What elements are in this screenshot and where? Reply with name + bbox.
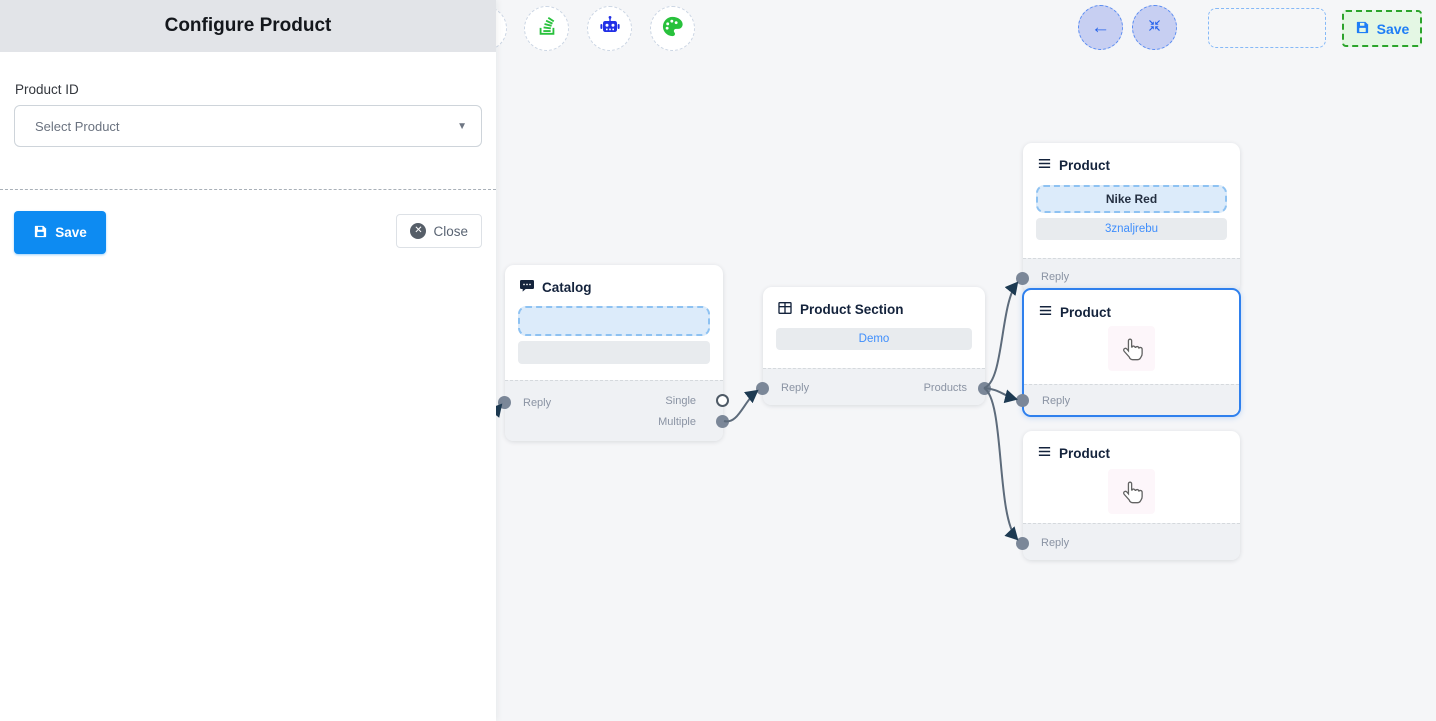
product-node-1[interactable]: Product Nike Red 3znaljrebu Reply [1016,143,1240,293]
edge-products-to-product3-reply[interactable] [983,387,1019,541]
product-name-label: Nike Red [1105,192,1158,206]
section-item-label: Demo [858,333,890,345]
product-name-chip[interactable]: Nike Red [1036,185,1227,213]
panel-close-label: Close [433,223,468,239]
node-title-label: Catalog [542,280,592,295]
palette-icon [661,15,684,43]
multiple-handle-label: Multiple [658,416,696,428]
hand-cursor-icon [1108,469,1155,514]
toolbar-palette-button[interactable] [650,6,695,51]
hamburger-icon [1037,444,1052,462]
product-id-label: Product ID [15,82,79,97]
floppy-icon [33,224,48,242]
fit-view-button[interactable] [1132,5,1177,50]
product-node-footer: Reply [1023,523,1240,560]
hamburger-icon [1038,303,1053,321]
toolbar-stack-button[interactable] [524,6,569,51]
back-arrow-icon: ← [1091,17,1110,38]
edge-catalog-multiple-to-section-reply[interactable] [723,389,759,423]
product2-reply-handle[interactable] [1016,394,1029,407]
reply-handle-label: Reply [1041,537,1070,549]
chevron-down-icon: ▼ [457,120,467,132]
hamburger-icon [1037,156,1052,174]
edge-products-to-product2-reply[interactable] [983,387,1018,404]
product-node-footer: Reply [1023,258,1240,293]
catalog-selection-chip[interactable] [518,306,710,336]
toolbar-empty-slot[interactable] [1208,8,1326,48]
back-button[interactable]: ← [1078,5,1123,50]
reply-handle-label: Reply [1041,271,1070,283]
catalog-single-handle[interactable] [716,394,729,407]
speech-bubble-icon [519,278,535,297]
table-grid-icon [777,300,793,319]
node-title-label: Product Section [800,302,904,317]
products-handle-label: Products [923,382,967,394]
flow-save-label: Save [1376,20,1410,37]
panel-save-button[interactable]: Save [14,211,106,254]
product-code-label: 3znaljrebu [1104,223,1159,235]
toolbar-bot-button[interactable] [587,6,632,51]
hand-cursor-icon [1108,326,1155,371]
panel-title: Configure Product [164,15,332,36]
floppy-icon [1355,20,1370,38]
catalog-node[interactable]: Catalog Reply Single Multiple [498,265,729,441]
panel-close-button[interactable]: ✕ Close [396,214,482,248]
panel-header: Configure Product [0,0,496,52]
catalog-secondary-chip[interactable] [518,341,710,364]
robot-icon [598,14,622,43]
node-title-label: Product [1059,157,1111,173]
single-handle-label: Single [665,395,696,407]
product-code-chip[interactable]: 3znaljrebu [1036,218,1227,240]
product-section-node[interactable]: Product Section Demo Reply Products [756,287,991,405]
fit-view-icon [1146,17,1163,39]
product-node-footer: Reply [1024,384,1239,415]
flow-save-button[interactable]: Save [1342,10,1422,47]
node-title-label: Product [1059,445,1111,461]
section-item-chip[interactable]: Demo [776,328,972,350]
product-select[interactable]: Select Product ▼ [14,105,482,147]
reply-handle-label: Reply [781,382,810,394]
section-reply-handle[interactable] [756,382,769,395]
panel-save-label: Save [55,225,87,240]
edge-products-to-product1-reply[interactable] [983,281,1019,389]
divider [0,189,496,190]
product-select-value: Select Product [35,118,120,134]
product3-reply-handle[interactable] [1016,537,1029,550]
product-section-footer: Reply Products [763,368,985,405]
product1-reply-handle[interactable] [1016,272,1029,285]
reply-handle-label: Reply [523,397,552,409]
node-title-label: Product [1060,304,1112,320]
catalog-multiple-handle[interactable] [716,415,729,428]
reply-handle-label: Reply [1042,395,1071,407]
stack-icon [536,15,558,42]
configure-product-panel: Configure Product Product ID Select Prod… [0,0,496,721]
close-icon: ✕ [410,223,427,239]
catalog-node-footer: Reply Single Multiple [505,380,723,441]
